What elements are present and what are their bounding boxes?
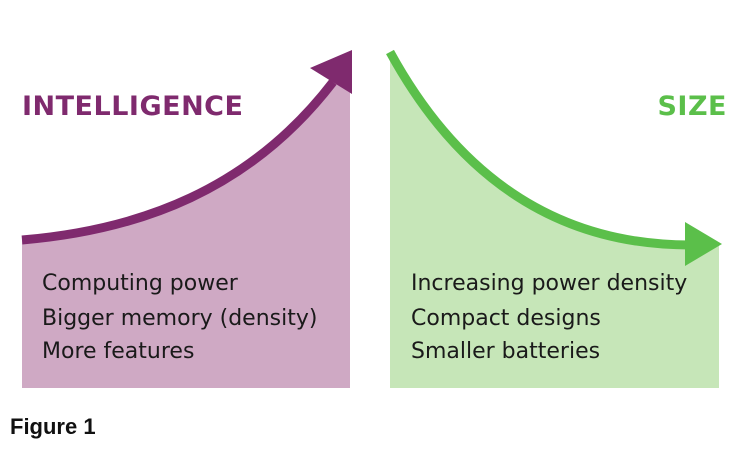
- size-item-smaller-batteries: Smaller batteries: [411, 339, 600, 364]
- intelligence-item-more-features: More features: [42, 339, 194, 364]
- size-title: SIZE: [657, 91, 727, 122]
- intelligence-title: INTELLIGENCE: [22, 91, 243, 122]
- size-arrow-head: [685, 222, 722, 266]
- intelligence-item-computing-power: Computing power: [42, 271, 239, 296]
- size-arrow-shaft: [386, 49, 691, 250]
- intelligence-item-bigger-memory: Bigger memory (density): [42, 306, 317, 331]
- size-item-compact-designs: Compact designs: [411, 306, 601, 331]
- intelligence-arrow-shaft: [21, 79, 337, 245]
- figure-caption: Figure 1: [10, 414, 96, 439]
- intelligence-area: [22, 78, 350, 388]
- size-panel: SIZE Increasing power density Compact de…: [386, 49, 727, 388]
- intelligence-panel: INTELLIGENCE Computing power Bigger memo…: [21, 50, 352, 388]
- size-item-power-density: Increasing power density: [411, 271, 687, 296]
- intelligence-arrow-head: [310, 50, 352, 94]
